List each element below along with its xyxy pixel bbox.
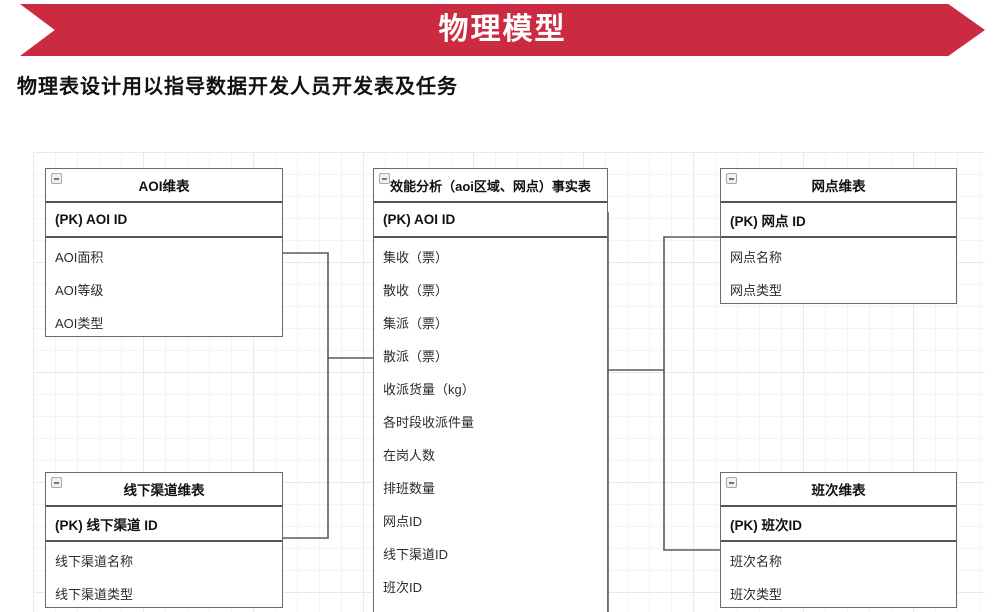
entity-field: AOI等级 xyxy=(46,273,282,306)
entity-field-list: 班次名称 班次类型 xyxy=(721,542,956,610)
entity-header: 网点维表 xyxy=(721,169,956,203)
entity-field-label: 班次ID xyxy=(383,580,423,595)
entity-primary-key-row: (PK) 线下渠道 ID xyxy=(46,507,282,542)
entity-shift-dim[interactable]: 班次维表 (PK) 班次ID 班次名称 班次类型 xyxy=(720,472,957,608)
entity-primary-key-row: (PK) 班次ID xyxy=(721,507,956,542)
page-title: 物理模型 xyxy=(438,13,567,46)
entity-field-list: 集收（票） 散收（票） 集派（票） 散派（票） 收派货量（kg） 各时段收派件量… xyxy=(374,238,607,603)
entity-primary-key-row: (PK) AOI ID xyxy=(46,203,282,238)
entity-header: AOI维表 xyxy=(46,169,282,203)
entity-field: 线下渠道名称 xyxy=(46,544,282,577)
entity-primary-key-label: (PK) 线下渠道 ID xyxy=(55,517,158,533)
collapse-icon[interactable] xyxy=(726,173,737,184)
entity-field-label: 集派（票） xyxy=(383,316,449,331)
entity-primary-key-row: (PK) 网点 ID xyxy=(721,203,956,238)
entity-field-label: 集收（票） xyxy=(383,250,449,265)
entity-title: 网点维表 xyxy=(811,179,866,194)
entity-field-label: AOI等级 xyxy=(55,283,104,298)
entity-field-label: 线下渠道名称 xyxy=(55,554,134,569)
collapse-icon[interactable] xyxy=(726,477,737,488)
entity-field: 集收（票） xyxy=(374,240,607,273)
entity-outlet-dim[interactable]: 网点维表 (PK) 网点 ID 网点名称 网点类型 xyxy=(720,168,957,304)
entity-field: AOI类型 xyxy=(46,306,282,339)
entity-field: 线下渠道ID xyxy=(374,537,607,570)
entity-primary-key-row: (PK) AOI ID xyxy=(374,203,607,238)
entity-field-label: 班次类型 xyxy=(730,587,783,602)
entity-field: 集派（票） xyxy=(374,306,607,339)
entity-field-label: 散派（票） xyxy=(383,349,449,364)
entity-field-label: 各时段收派件量 xyxy=(383,415,475,430)
collapse-icon[interactable] xyxy=(379,173,390,184)
connector-outlet-to-fact xyxy=(608,236,720,371)
connector-channel-to-fact xyxy=(283,358,329,539)
entity-field: 班次ID xyxy=(374,570,607,603)
entity-field-label: 收派货量（kg） xyxy=(383,382,475,397)
entity-field: 各时段收派件量 xyxy=(374,405,607,438)
entity-primary-key-label: (PK) AOI ID xyxy=(55,212,128,227)
entity-field-label: 在岗人数 xyxy=(383,448,436,463)
entity-title: 班次维表 xyxy=(811,483,866,498)
entity-field-label: 网点名称 xyxy=(730,250,783,265)
entity-field: 网点类型 xyxy=(721,273,956,306)
collapse-icon[interactable] xyxy=(51,477,62,488)
subtitle-text: 物理表设计用以指导数据开发人员开发表及任务 xyxy=(17,76,458,98)
entity-header: 线下渠道维表 xyxy=(46,473,282,507)
entity-title: 效能分析（aoi区域、网点）事实表 xyxy=(390,178,591,194)
connector-shift-to-fact xyxy=(663,370,720,551)
entity-field: 收派货量（kg） xyxy=(374,372,607,405)
entity-field-label: 散收（票） xyxy=(383,283,449,298)
entity-field-label: 排班数量 xyxy=(383,481,436,496)
entity-field-label: AOI类型 xyxy=(55,316,104,331)
entity-field-label: 班次名称 xyxy=(730,554,783,569)
diagram-canvas: AOI维表 (PK) AOI ID AOI面积 AOI等级 AOI类型 效能分析… xyxy=(33,152,985,612)
entity-field: 班次名称 xyxy=(721,544,956,577)
entity-primary-key-label: (PK) 网点 ID xyxy=(730,213,806,229)
entity-field: 班次类型 xyxy=(721,577,956,610)
entity-title: 线下渠道维表 xyxy=(123,483,205,498)
entity-aoi-dim[interactable]: AOI维表 (PK) AOI ID AOI面积 AOI等级 AOI类型 xyxy=(45,168,283,337)
entity-offline-channel-dim[interactable]: 线下渠道维表 (PK) 线下渠道 ID 线下渠道名称 线下渠道类型 xyxy=(45,472,283,608)
entity-title: AOI维表 xyxy=(138,179,190,194)
connector-aoi-to-fact xyxy=(283,252,373,359)
entity-field: 网点名称 xyxy=(721,240,956,273)
entity-field-list: 线下渠道名称 线下渠道类型 xyxy=(46,542,282,610)
entity-field: 线下渠道类型 xyxy=(46,577,282,610)
entity-field-list: AOI面积 AOI等级 AOI类型 xyxy=(46,238,282,339)
entity-field: 网点ID xyxy=(374,504,607,537)
entity-field-list: 网点名称 网点类型 xyxy=(721,238,956,306)
entity-field-label: AOI面积 xyxy=(55,250,104,265)
entity-field: 在岗人数 xyxy=(374,438,607,471)
collapse-icon[interactable] xyxy=(51,173,62,184)
entity-header: 效能分析（aoi区域、网点）事实表 xyxy=(374,169,607,203)
entity-field-label: 网点类型 xyxy=(730,283,783,298)
title-banner: 物理模型 xyxy=(20,4,985,56)
entity-efficiency-fact[interactable]: 效能分析（aoi区域、网点）事实表 (PK) AOI ID 集收（票） 散收（票… xyxy=(373,168,608,612)
entity-field: 散派（票） xyxy=(374,339,607,372)
entity-primary-key-label: (PK) 班次ID xyxy=(730,517,802,533)
entity-field: AOI面积 xyxy=(46,240,282,273)
entity-field-label: 网点ID xyxy=(383,514,423,529)
entity-field-label: 线下渠道类型 xyxy=(55,587,134,602)
entity-field: 散收（票） xyxy=(374,273,607,306)
entity-primary-key-label: (PK) AOI ID xyxy=(383,212,456,227)
entity-field-label: 线下渠道ID xyxy=(383,547,449,562)
entity-field: 排班数量 xyxy=(374,471,607,504)
entity-header: 班次维表 xyxy=(721,473,956,507)
